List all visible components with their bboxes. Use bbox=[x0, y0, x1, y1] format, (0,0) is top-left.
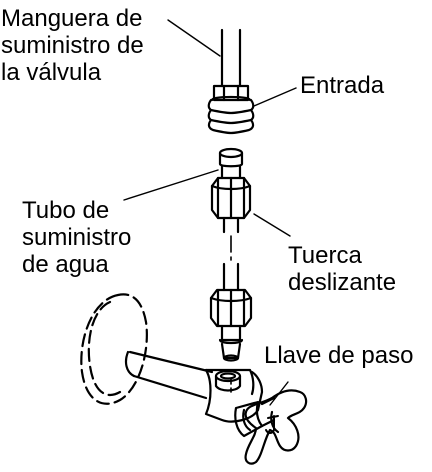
label-line: Manguera de bbox=[1, 5, 143, 32]
label-line: suministro bbox=[22, 224, 132, 251]
leader-lines bbox=[123, 19, 297, 406]
label-line: deslizante bbox=[288, 269, 397, 296]
leader-water-supply-tube bbox=[123, 169, 219, 201]
label-water-supply-tube: Tubo de suministro de agua bbox=[22, 197, 131, 278]
water-supply-tube-upper-drawing bbox=[210, 147, 252, 234]
leader-slip-nut bbox=[253, 213, 291, 237]
inlet-fitting-drawing bbox=[207, 84, 255, 135]
label-line: suministro de bbox=[1, 32, 144, 59]
label-line: la válvula bbox=[1, 59, 102, 86]
label-valve-supply-hose: Manguera de suministro de la válvula bbox=[1, 5, 144, 86]
leader-shutoff-valve bbox=[269, 381, 289, 406]
label-shutoff-valve: Llave de paso bbox=[264, 342, 413, 369]
label-line: Llave de paso bbox=[264, 342, 414, 369]
label-line: de agua bbox=[22, 251, 109, 278]
shutoff-valve-drawing bbox=[124, 350, 308, 465]
leader-supply-hose bbox=[167, 19, 221, 57]
label-line: Entrada bbox=[300, 72, 385, 99]
label-inlet: Entrada bbox=[300, 72, 384, 99]
label-slip-nut: Tuerca deslizante bbox=[288, 242, 396, 296]
wall-flange-drawing bbox=[80, 293, 148, 405]
leader-inlet bbox=[253, 87, 297, 107]
label-line: Tubo de bbox=[22, 197, 110, 224]
valve-supply-hose-drawing bbox=[220, 28, 242, 88]
label-line: Tuerca bbox=[288, 242, 362, 269]
water-supply-tube-lower-drawing bbox=[209, 262, 253, 362]
